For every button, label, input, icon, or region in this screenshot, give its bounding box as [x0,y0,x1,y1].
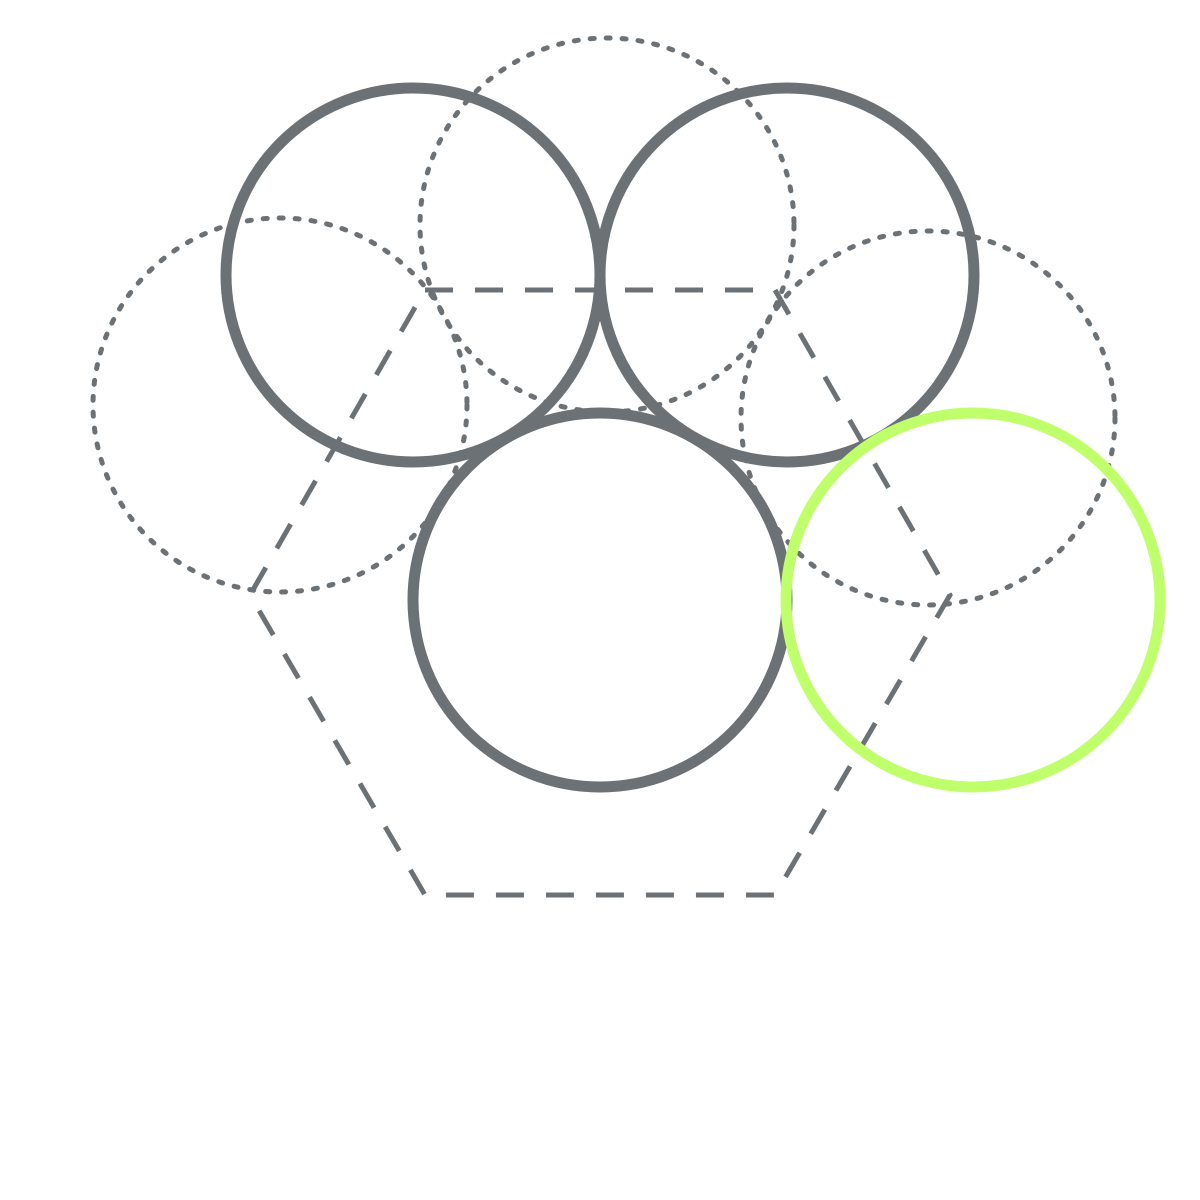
solid-circle-bottom [407,407,793,793]
dotted-circle-left [90,215,470,595]
dotted-circle-right [738,228,1118,608]
highlighted-circle [780,407,1166,793]
dashed-hexagon [247,287,953,898]
solid-circle-top-right [594,82,980,468]
